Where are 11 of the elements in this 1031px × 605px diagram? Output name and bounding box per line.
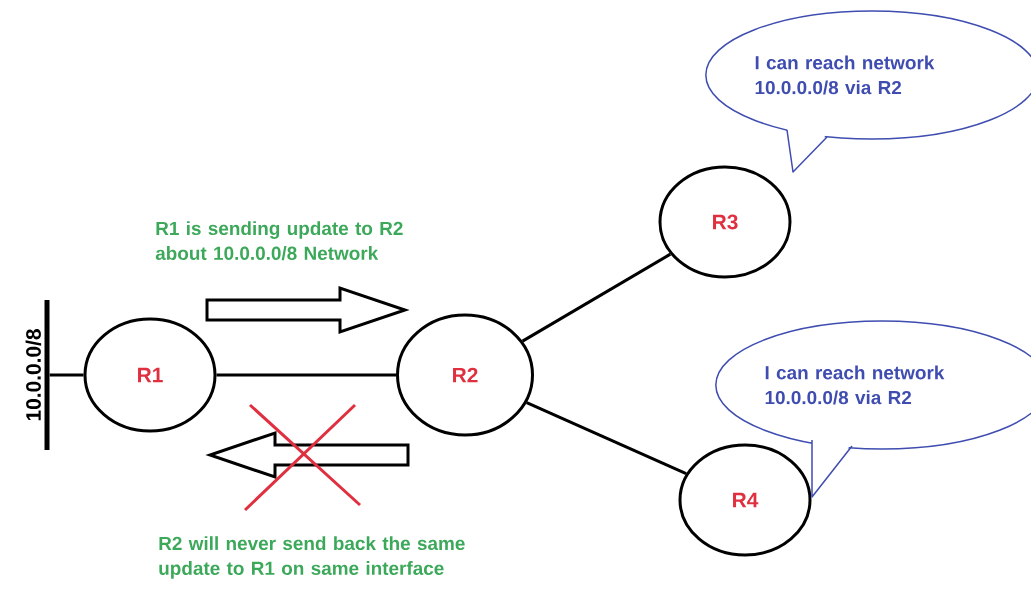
- node-label: 10.0.0.0/8: [25, 329, 42, 421]
- block-arrow: [205, 430, 410, 480]
- link-line: [521, 252, 672, 343]
- link-line: [526, 401, 687, 476]
- block-arrow: [205, 285, 410, 335]
- edge-label: R2 will never send back the same update to R1 on same interface: [159, 536, 465, 579]
- network-bar: 10.0.0.0/8: [25, 300, 50, 450]
- edge-label: R1 is sending update to R2 about 10.0.0.0/8 Network: [155, 221, 403, 261]
- link-line: [216, 373, 396, 377]
- speech-bubble: I can reach network 10.0.0.0/8 via R2: [705, 10, 1031, 173]
- link-line: [49, 373, 84, 377]
